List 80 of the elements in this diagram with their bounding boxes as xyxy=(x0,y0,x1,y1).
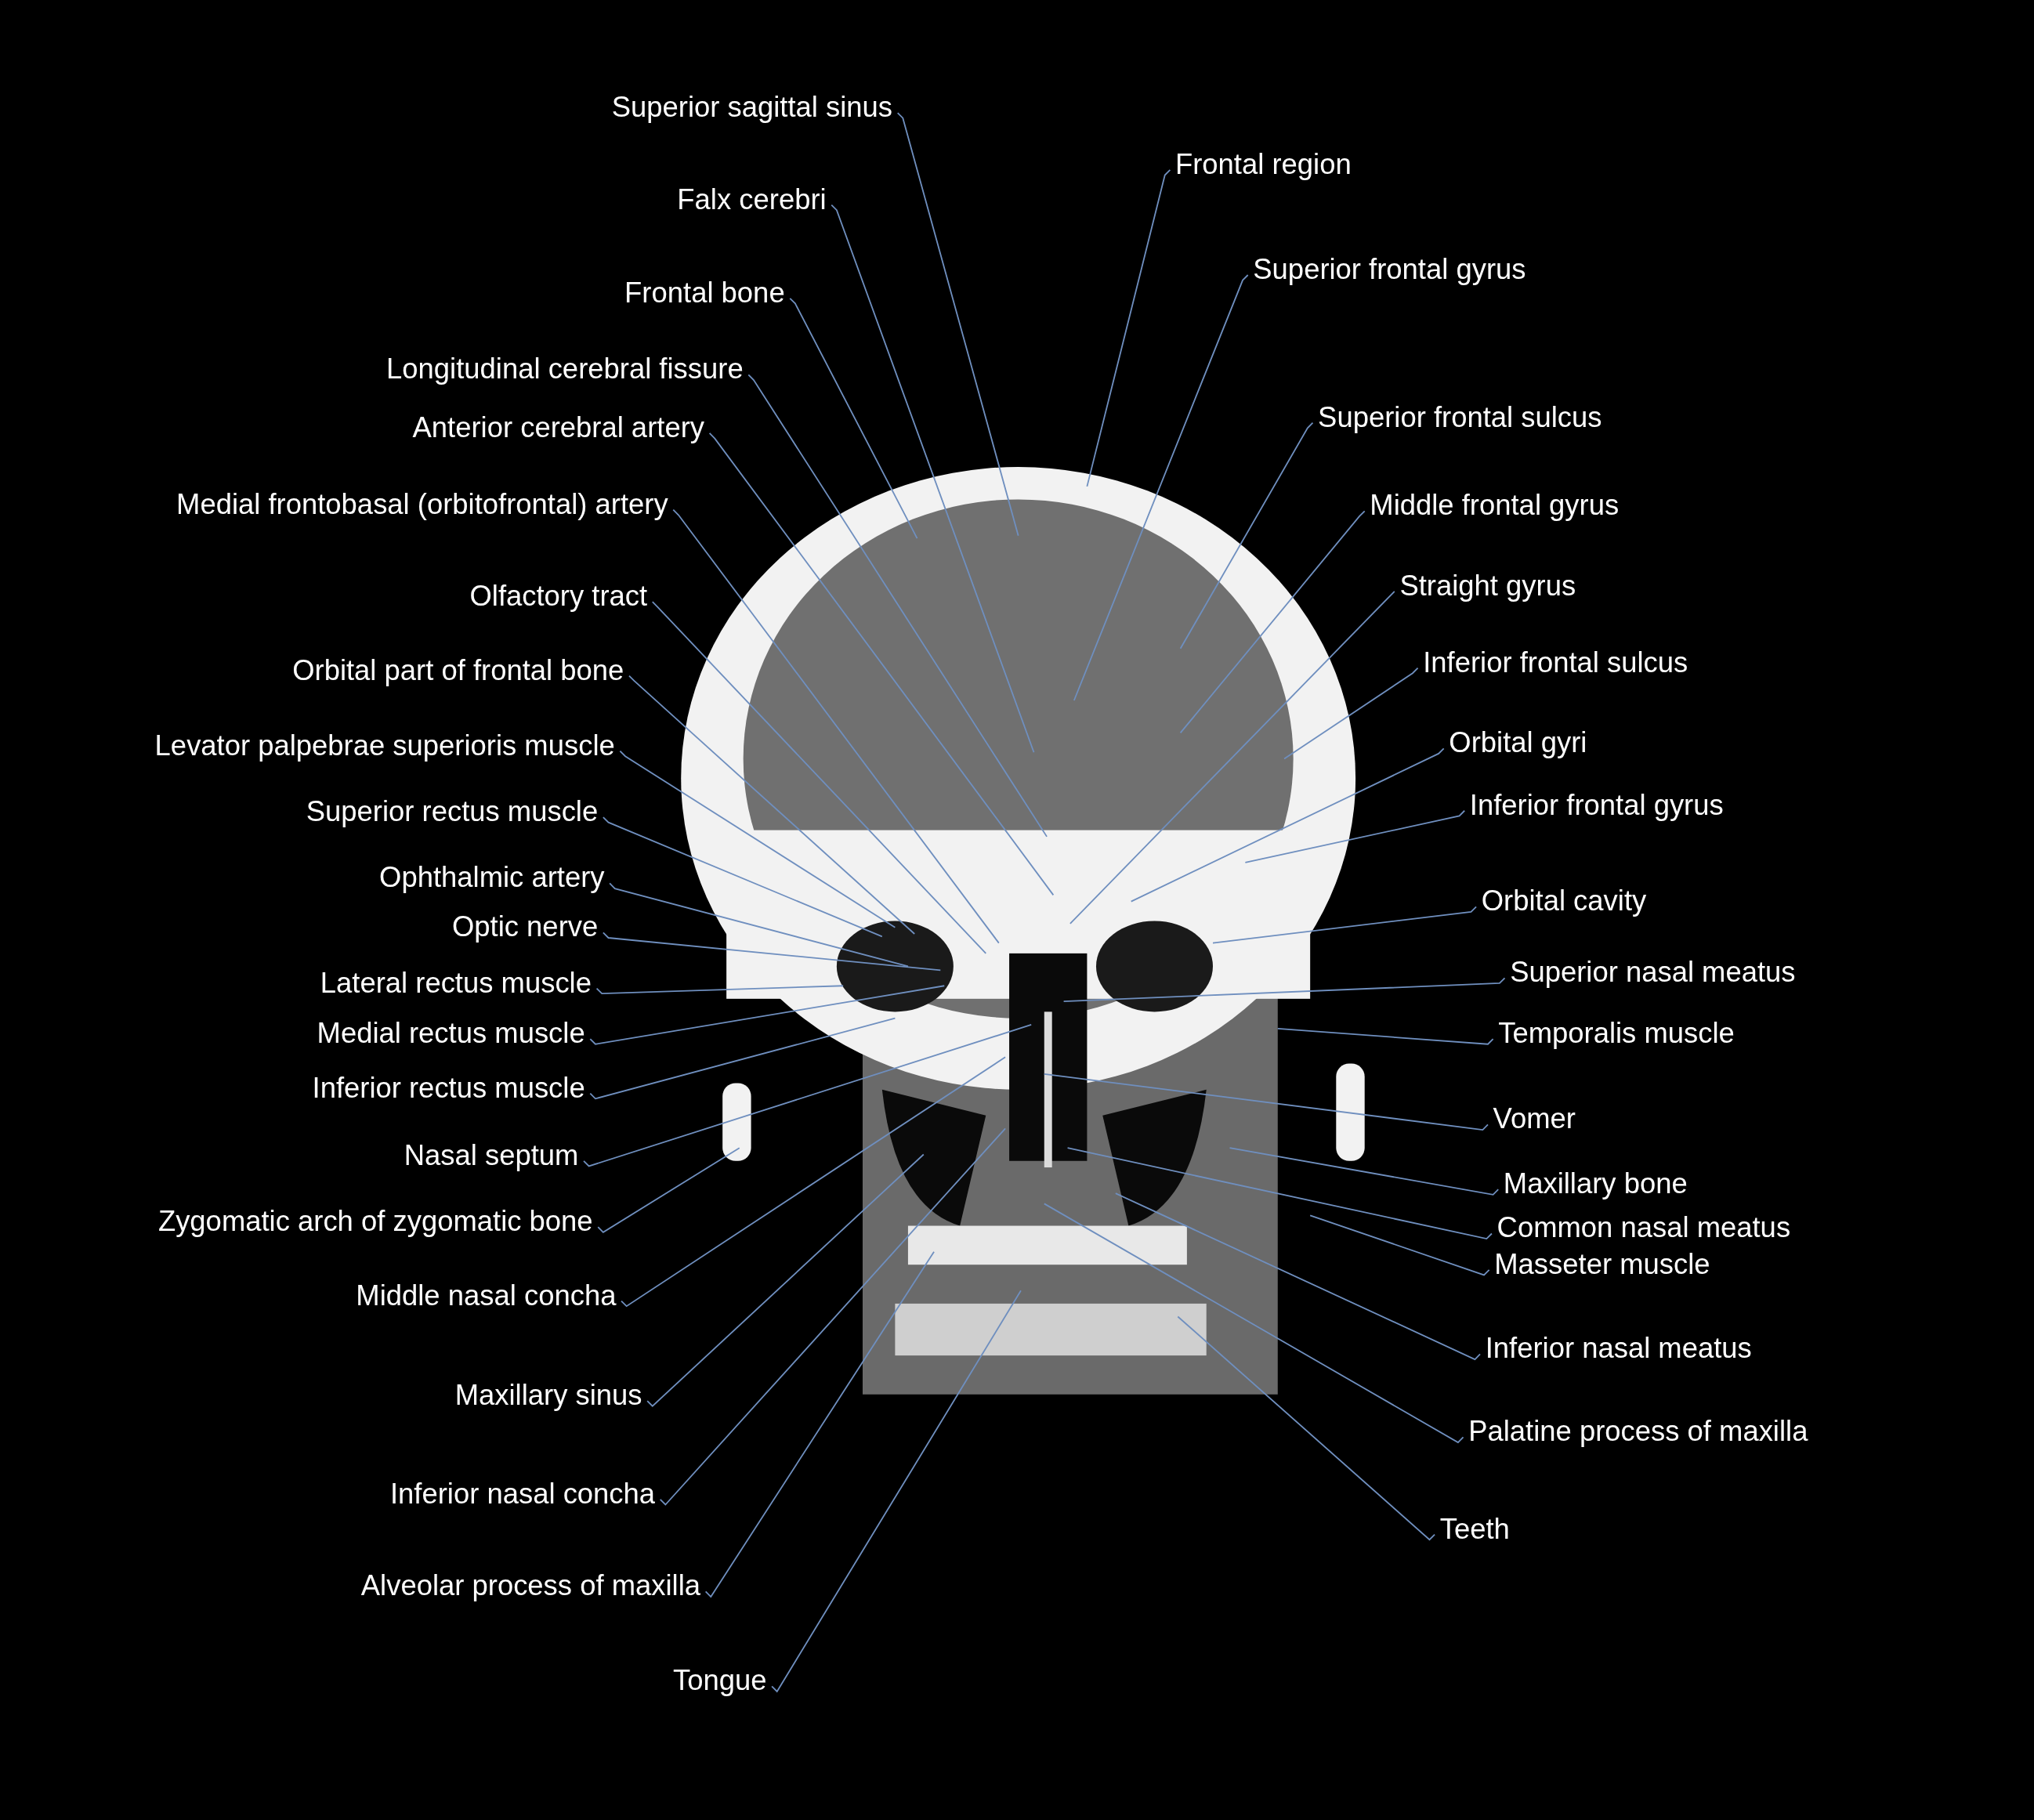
anatomy-label: Superior frontal sulcus xyxy=(1318,400,1602,435)
anatomy-label: Straight gyrus xyxy=(1399,569,1576,603)
anatomy-label: Tongue xyxy=(672,1664,767,1699)
anatomy-label: Frontal region xyxy=(1175,147,1352,182)
anatomy-label: Vomer xyxy=(1493,1102,1576,1137)
leader-line xyxy=(1177,1315,1435,1541)
leader-line xyxy=(619,750,896,928)
anatomy-label: Nasal septum xyxy=(404,1138,579,1173)
leader-line xyxy=(1062,977,1506,1003)
anatomy-label: Orbital part of frontal bone xyxy=(292,653,624,688)
leader-line xyxy=(1073,274,1249,701)
leader-line xyxy=(1179,510,1366,734)
leader-line xyxy=(672,508,1000,944)
leader-line xyxy=(651,601,987,954)
anatomy-label: Temporalis muscle xyxy=(1498,1017,1735,1051)
leader-line xyxy=(602,816,883,938)
leader-line xyxy=(1066,1147,1493,1240)
leader-line xyxy=(747,374,1048,838)
anatomy-label: Middle nasal concha xyxy=(356,1279,617,1313)
anatomy-label: Lateral rectus muscle xyxy=(320,966,592,1000)
leader-line xyxy=(659,1127,1006,1506)
anatomy-label: Anterior cerebral artery xyxy=(412,411,704,445)
anatomy-label: Masseter muscle xyxy=(1494,1247,1710,1282)
leader-line xyxy=(1283,667,1419,760)
leader-line xyxy=(1043,1203,1464,1444)
anatomy-label: Falx cerebri xyxy=(677,183,827,217)
leader-line xyxy=(1179,422,1314,649)
leader-line xyxy=(589,1017,896,1100)
anatomy-label: Frontal bone xyxy=(624,276,785,310)
leader-line xyxy=(597,1147,740,1233)
anatomy-label: Levator palpebrae superioris muscle xyxy=(154,729,615,763)
anatomy-label: Inferior nasal meatus xyxy=(1485,1332,1752,1366)
anatomy-label: Inferior rectus muscle xyxy=(312,1071,585,1105)
leader-line xyxy=(1130,747,1445,903)
leader-line xyxy=(704,1250,935,1598)
leader-line xyxy=(1069,591,1395,924)
leader-line xyxy=(1229,1147,1500,1196)
leader-line xyxy=(602,932,942,972)
anatomy-label: Inferior nasal concha xyxy=(389,1477,656,1511)
leader-line xyxy=(628,675,916,935)
leader-line xyxy=(595,985,845,995)
anatomy-label: Superior frontal gyrus xyxy=(1253,252,1526,287)
anatomy-label: Palatine process of maxilla xyxy=(1468,1415,1808,1449)
leader-line xyxy=(609,882,909,968)
anatomy-label: Superior sagittal sinus xyxy=(611,90,893,125)
anatomy-label: Ophthalmic artery xyxy=(379,861,605,896)
leader-line xyxy=(1043,1073,1489,1131)
anatomy-label: Common nasal meatus xyxy=(1497,1211,1791,1246)
anatomy-label: Medial rectus muscle xyxy=(317,1017,585,1051)
anatomy-label: Maxillary sinus xyxy=(454,1378,642,1413)
leader-line xyxy=(1086,168,1171,487)
leader-line xyxy=(831,204,1035,754)
anatomy-label: Orbital gyri xyxy=(1449,726,1587,761)
leader-line xyxy=(1114,1192,1481,1361)
leader-line xyxy=(583,1024,1033,1167)
anatomy-label: Superior rectus muscle xyxy=(306,794,599,829)
leader-line xyxy=(589,985,946,1045)
leader-line xyxy=(708,432,1055,896)
anatomy-label: Optic nerve xyxy=(452,910,599,945)
leader-line xyxy=(789,297,918,539)
anatomy-label: Teeth xyxy=(1439,1512,1510,1547)
leader-line xyxy=(1276,1028,1494,1045)
anatomy-label: Orbital cavity xyxy=(1481,885,1647,919)
leader-line xyxy=(1212,906,1477,944)
leader-line xyxy=(646,1153,925,1407)
anatomy-label: Inferior frontal sulcus xyxy=(1423,646,1688,680)
anatomy-label: Inferior frontal gyrus xyxy=(1469,788,1724,823)
leader-line xyxy=(1244,809,1466,863)
anatomy-label: Middle frontal gyrus xyxy=(1370,489,1620,523)
anatomy-label: Zygomatic arch of zygomatic bone xyxy=(157,1205,593,1239)
anatomy-label: Olfactory tract xyxy=(469,580,648,614)
anatomy-label: Medial frontobasal (orbitofrontal) artery xyxy=(176,487,668,522)
leader-line xyxy=(771,1290,1022,1693)
anatomy-label: Maxillary bone xyxy=(1503,1167,1688,1202)
anatomy-label: Longitudinal cerebral fissure xyxy=(386,353,744,387)
leader-line xyxy=(621,1056,1006,1308)
anatomy-label: Alveolar process of maxilla xyxy=(360,1569,701,1604)
leader-line xyxy=(1309,1214,1490,1276)
anatomy-label: Superior nasal meatus xyxy=(1510,956,1796,990)
leader-line xyxy=(896,112,1019,537)
